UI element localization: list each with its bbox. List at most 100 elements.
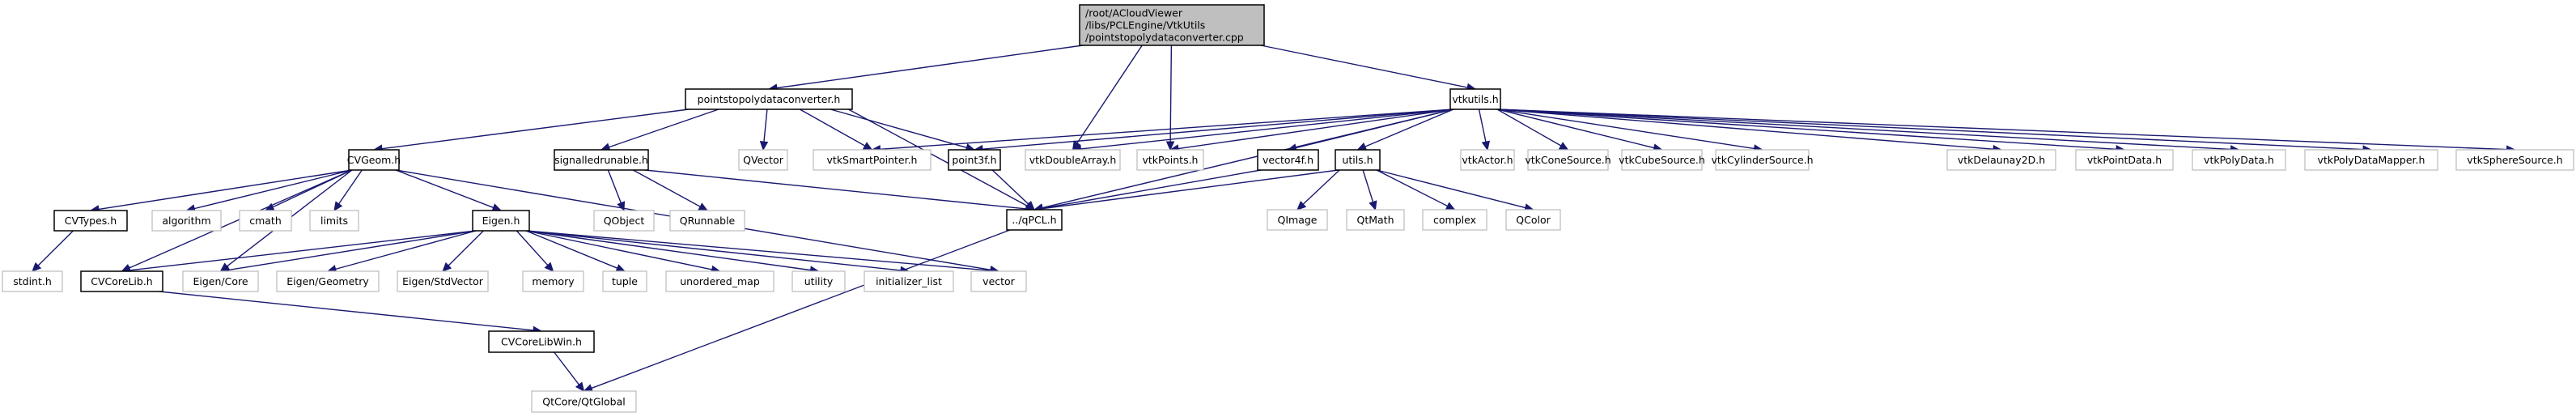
- nodes-layer: /root/ACloudViewer/libs/PCLEngine/VtkUti…: [2, 4, 2574, 413]
- node-box[interactable]: [1257, 149, 1319, 171]
- node-box[interactable]: [554, 149, 649, 171]
- node-box: [1136, 149, 1204, 171]
- arrowhead-icon: [442, 262, 452, 272]
- node-limits: limits: [309, 210, 359, 232]
- edge-CVCoreLibWin_h-to-QtCore_QtGlobal: [554, 351, 579, 385]
- node-box: [1527, 149, 1609, 171]
- edge-vtkutils_h-to-vtkActor_h: [1478, 109, 1487, 143]
- node-label: vector: [982, 275, 1016, 287]
- node-box: [276, 270, 380, 292]
- node-cvcorelibwin-h[interactable]: CVCoreLibWin.h: [488, 330, 595, 353]
- node-qtcore-qtglobal: QtCore/QtGlobal: [531, 390, 637, 413]
- node-box[interactable]: [80, 270, 163, 292]
- arrowhead-icon: [1369, 200, 1377, 211]
- edge-CVTypes_h-to-stdint_h: [37, 230, 74, 266]
- edge-utils_h-to-QColor: [1376, 169, 1526, 209]
- node-box[interactable]: [1006, 209, 1063, 231]
- node-eigen-core: Eigen/Core: [182, 270, 259, 292]
- node-box: [397, 270, 489, 292]
- node-box[interactable]: [472, 210, 530, 232]
- edge-Eigen_h-to-CVCoreLib_h: [129, 230, 477, 271]
- node-label: tuple: [612, 275, 638, 287]
- node-vector4f-h[interactable]: vector4f.h: [1257, 149, 1319, 171]
- edge-pointstopolydataconverter_h-to-QVector: [763, 109, 768, 143]
- node-utils-h[interactable]: utils.h: [1335, 149, 1381, 171]
- node-label: QVector: [743, 154, 784, 166]
- edge-vtkutils_h-to-vtkPoints_h: [1178, 109, 1454, 150]
- edge-utils_h-to-complex: [1376, 169, 1448, 207]
- edge-Eigen_h-to-tuple: [525, 230, 618, 269]
- node-box[interactable]: [1449, 88, 1501, 110]
- node-pointstopolydataconverter-h[interactable]: pointstopolydataconverter.h: [685, 88, 853, 110]
- node-label: vtkCylinderSource.h: [1711, 154, 1813, 166]
- node-label: /root/ACloudViewer: [1085, 7, 1183, 19]
- node-label: vtkActor.h: [1462, 154, 1513, 166]
- node-label: limits: [320, 215, 348, 227]
- edge-Eigen_h-to-Eigen_StdVector: [448, 230, 484, 266]
- edge-vtkutils_h-to-utils_h: [1364, 109, 1454, 147]
- node-box: [1422, 209, 1487, 231]
- node-box: [2192, 149, 2286, 171]
- node-box: [1946, 149, 2056, 171]
- edge-vector4f_h-to-qPCL_h: [1042, 169, 1262, 209]
- node-vtkcylindersource-h: vtkCylinderSource.h: [1711, 149, 1814, 171]
- node-box: [1025, 149, 1121, 171]
- node-qpcl-h[interactable]: ../qPCL.h: [1006, 209, 1063, 231]
- node-label: vector4f.h: [1263, 154, 1313, 166]
- edge-pointstopolydataconverter_h-to-vtkSmartPointer_h: [799, 109, 866, 147]
- node-label: unordered_map: [680, 275, 760, 287]
- edge-signalledrunable_h-to-QObject: [607, 169, 622, 203]
- node-tuple: tuple: [602, 270, 647, 292]
- node-label: QtMath: [1356, 214, 1394, 226]
- node-eigen-h[interactable]: Eigen.h: [472, 210, 530, 232]
- edge-vtkutils_h-to-vtkPointData_h: [1496, 109, 2117, 151]
- node-cvgeom-h[interactable]: CVGeom.h: [347, 149, 401, 171]
- edge-pointstopolydataconverter_h-to-point3f_h: [830, 109, 967, 148]
- node-label: algorithm: [162, 215, 210, 227]
- node-label: CVCoreLib.h: [91, 275, 152, 287]
- edge-vtkutils_h-to-vtkCylinderSource_h: [1496, 109, 1755, 150]
- node-box: [2455, 149, 2574, 171]
- node-box[interactable]: [1079, 4, 1265, 46]
- node-box: [2, 270, 63, 292]
- node-label: QColor: [1516, 214, 1551, 226]
- node-signalledrunable-h[interactable]: signalledrunable.h: [554, 149, 649, 171]
- node-box[interactable]: [685, 88, 853, 110]
- edge-vtkutils_h-to-vtkDelaunay2D_h: [1496, 109, 1994, 150]
- edge-Eigen_h-to-initializer_list: [525, 230, 902, 271]
- node-vtkdelaunay2d-h: vtkDelaunay2D.h: [1946, 149, 2056, 171]
- arrowhead-icon: [32, 262, 42, 272]
- node-vtksmartpointer-h: vtkSmartPointer.h: [813, 149, 932, 171]
- node-label: Eigen/Geometry: [286, 275, 369, 287]
- edge-Eigen_h-to-unordered_map: [525, 230, 712, 270]
- arrowhead-icon: [333, 201, 343, 212]
- node-box[interactable]: [1335, 149, 1381, 171]
- edge-vtkutils_h-to-vtkPolyDataMapper_h: [1496, 109, 2364, 151]
- node-box: [182, 270, 259, 292]
- node-unordered-map: unordered_map: [665, 270, 774, 292]
- node-label: /libs/PCLEngine/VtkUtils: [1085, 19, 1205, 32]
- node-label: QObject: [604, 215, 645, 227]
- edge-CVGeom_h-to-CVTypes_h: [98, 169, 353, 211]
- node-label: stdint.h: [13, 275, 52, 287]
- node-memory: memory: [522, 270, 584, 292]
- node-eigen-geometry: Eigen/Geometry: [276, 270, 380, 292]
- node-cvcorelib-h[interactable]: CVCoreLib.h: [80, 270, 163, 292]
- node-box[interactable]: [488, 330, 595, 353]
- node-point3f-h[interactable]: point3f.h: [948, 149, 1001, 171]
- node-cvtypes-h[interactable]: CVTypes.h: [53, 210, 128, 232]
- node-root[interactable]: /root/ACloudViewer/libs/PCLEngine/VtkUti…: [1079, 4, 1265, 46]
- node-qimage: QImage: [1267, 209, 1328, 231]
- arrowhead-icon: [1296, 200, 1307, 211]
- node-box[interactable]: [53, 210, 128, 232]
- node-label: utility: [804, 275, 834, 287]
- node-box[interactable]: [348, 149, 400, 171]
- edge-Eigen_h-to-utility: [525, 230, 811, 271]
- node-vtkutils-h[interactable]: vtkutils.h: [1449, 88, 1501, 110]
- node-label: utils.h: [1342, 154, 1373, 166]
- node-qcolor: QColor: [1505, 209, 1561, 231]
- node-box: [239, 210, 292, 232]
- node-box[interactable]: [948, 149, 1001, 171]
- arrowhead-icon: [759, 141, 769, 151]
- node-utility: utility: [791, 270, 846, 292]
